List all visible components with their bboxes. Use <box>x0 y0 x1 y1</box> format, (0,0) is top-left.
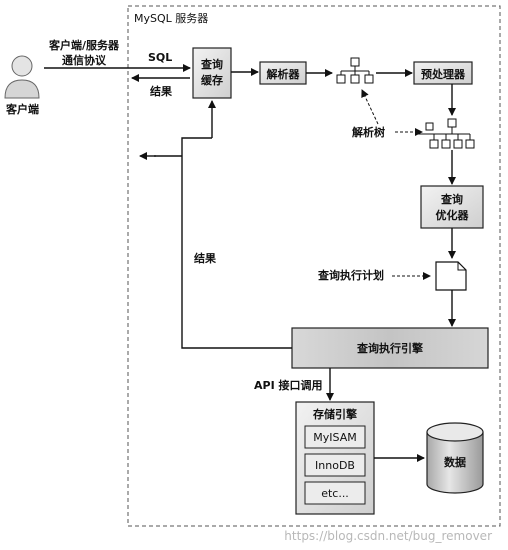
database-cylinder-icon <box>426 422 484 494</box>
data-label: 数据 <box>444 455 466 469</box>
storage-item-box <box>304 453 366 477</box>
storage-item-label: InnoDB <box>315 459 355 472</box>
result-top-label: 结果 <box>149 84 172 98</box>
mysql-server-boundary <box>127 5 501 527</box>
document-icon <box>435 261 467 291</box>
storage-item-label: etc... <box>321 487 349 500</box>
parse-tree-2-icon <box>416 118 475 149</box>
server-title: MySQL 服务器 <box>134 12 208 25</box>
query-cache-label-line1: 查询 <box>201 57 223 71</box>
execution-engine-box <box>291 327 489 369</box>
preprocessor-label: 预处理器 <box>421 67 466 81</box>
engine-to-cache-path <box>181 137 292 349</box>
exec-plan-label: 查询执行计划 <box>318 268 384 282</box>
storage-item-label: MyISAM <box>313 431 356 444</box>
storage-engines-label: 存储引擎 <box>313 407 357 421</box>
parse-tree-icon <box>336 57 374 84</box>
optimizer-box <box>420 185 484 229</box>
client-person-icon <box>4 55 40 99</box>
optimizer-label-line2: 优化器 <box>436 208 470 222</box>
preprocessor-box <box>413 61 473 85</box>
api-label: API 接口调用 <box>254 378 323 392</box>
query-cache-box <box>192 47 232 99</box>
protocol-label-line1: 客户端/服务器 <box>48 38 120 52</box>
optimizer-label-line1: 查询 <box>441 192 463 206</box>
watermark: https://blog.csdn.net/bug_remover <box>284 529 492 543</box>
query-cache-label-line2: 缓存 <box>201 73 223 87</box>
storage-item-box <box>304 425 366 449</box>
protocol-label-line2: 通信协议 <box>62 53 107 67</box>
result-side-label: 结果 <box>193 251 216 265</box>
storage-item-box <box>304 481 366 505</box>
parse-tree-label: 解析树 <box>352 125 385 139</box>
parse-tree-pointer-up <box>361 89 379 125</box>
client-label: 客户端 <box>5 102 39 116</box>
parser-label: 解析器 <box>267 67 301 81</box>
sql-label: SQL <box>148 51 172 64</box>
execution-engine-label: 查询执行引擎 <box>357 341 423 355</box>
